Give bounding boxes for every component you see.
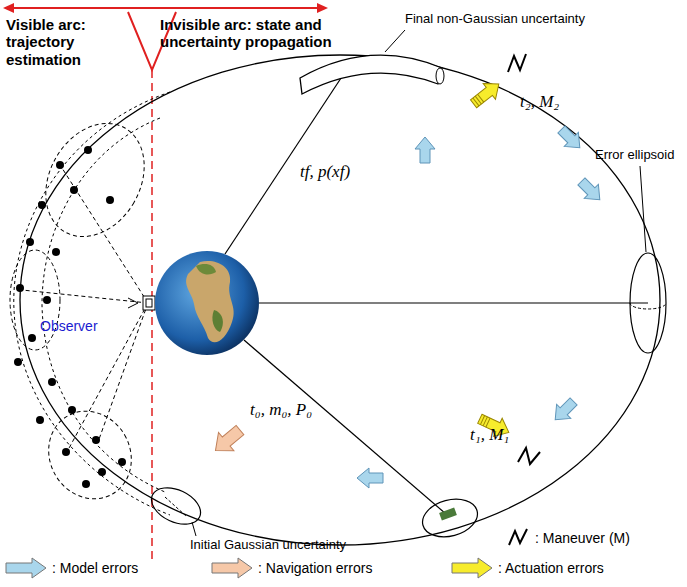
legend-text: : Navigation errors (258, 560, 372, 576)
diagram-label: Error ellipsoid (595, 148, 674, 163)
legend-swatch (450, 557, 494, 579)
legend-item: : Actuation errors (450, 557, 604, 579)
diagram-label: Final non-Gaussian uncertainty (405, 12, 585, 27)
diagram-label: tf, p(xf) (300, 162, 350, 182)
legend-text: : Maneuver (M) (535, 530, 630, 546)
maneuver-symbol (505, 527, 531, 549)
diagram-label: Observer (40, 318, 98, 334)
diagram-label: Invisible arc: state and uncertainty pro… (160, 16, 390, 51)
legend-text: : Model errors (52, 560, 138, 576)
legend-text: : Actuation errors (498, 560, 604, 576)
legend-swatch (210, 557, 254, 579)
legend-item: : Maneuver (M) (505, 527, 630, 549)
legend-item: : Navigation errors (210, 557, 372, 579)
legend-swatch (4, 557, 48, 579)
legend-item: : Model errors (4, 557, 138, 579)
diagram-label: Initial Gaussian uncertainty (190, 538, 346, 553)
diagram-label: t₂, M₂ (520, 92, 559, 112)
diagram-label: t₀, m₀, P₀ (250, 400, 312, 420)
diagram-label: Visible arc: trajectory estimation (6, 16, 131, 68)
diagram-label: t₁, M₁ (470, 425, 509, 445)
